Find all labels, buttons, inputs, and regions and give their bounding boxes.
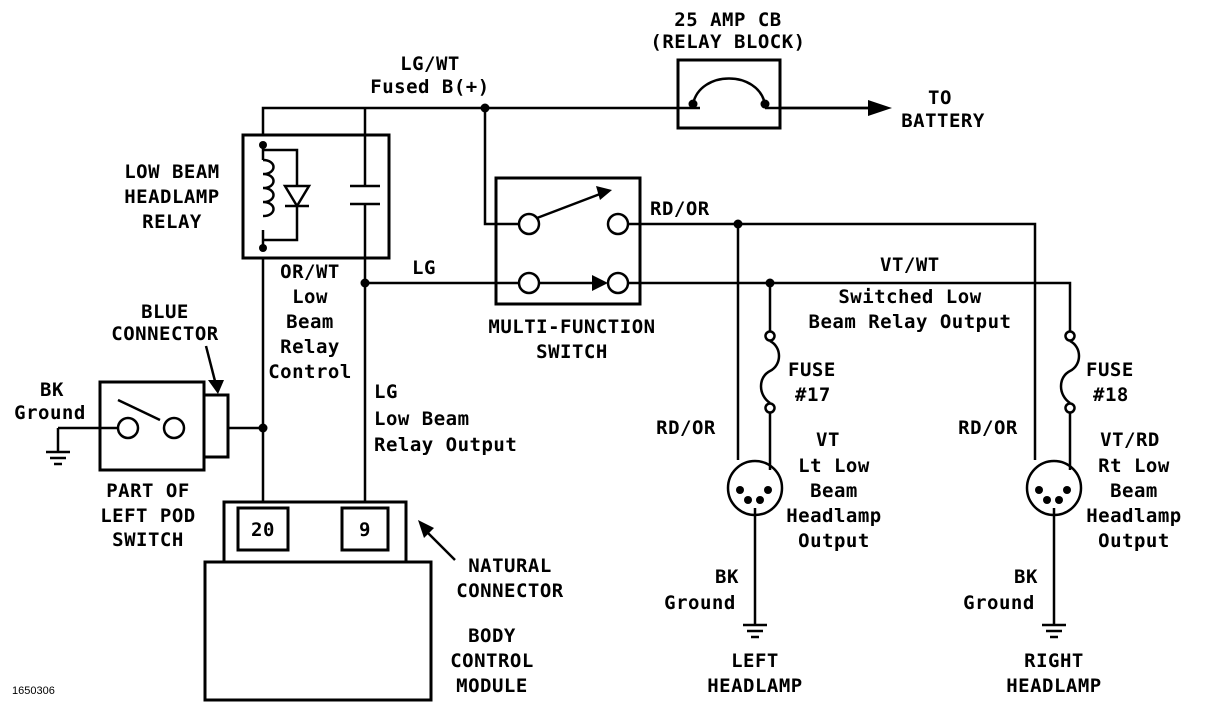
- switched-label-2: Beam Relay Output: [809, 311, 1012, 333]
- body-control-module: [203, 500, 456, 702]
- rt-label-2: Beam: [1110, 480, 1158, 502]
- ground-left-label: Ground: [664, 592, 736, 614]
- switched-label-1: Switched Low: [838, 286, 981, 308]
- arrow-to-battery: [780, 100, 892, 116]
- junction-dot: [733, 219, 743, 229]
- fuse-18-number: #18: [1093, 384, 1129, 406]
- fuse-17-label: FUSE: [788, 359, 836, 381]
- fused-label: Fused B(+): [370, 76, 489, 98]
- mfs-label-1: MULTI-FUNCTION: [488, 316, 655, 338]
- cb-subtitle: (RELAY BLOCK): [650, 31, 805, 53]
- bk-right-label: BK: [1014, 566, 1038, 588]
- fused-wire-color: LG/WT: [400, 53, 460, 75]
- labels: 25 AMP CB (RELAY BLOCK) LG/WT Fused B(+)…: [12, 9, 1182, 697]
- pod-label-2: LEFT POD: [100, 505, 196, 527]
- lt-label-4: Output: [798, 530, 870, 552]
- lg-output-label: LG: [374, 381, 398, 403]
- fuse-18: [1059, 330, 1081, 414]
- ground-symbol: [46, 450, 70, 466]
- junction-dot: [258, 423, 268, 433]
- ground-label: Ground: [14, 402, 86, 424]
- rt-label-4: Output: [1098, 530, 1170, 552]
- blue-connector-label-2: CONNECTOR: [111, 323, 219, 345]
- vt-label: VT: [816, 429, 840, 451]
- rdor-left-label: RD/OR: [656, 417, 716, 439]
- left-headlamp-label-1: LEFT: [731, 650, 779, 672]
- wires: [56, 106, 1072, 625]
- ground-right-label: Ground: [963, 592, 1035, 614]
- right-headlamp: [1025, 459, 1083, 517]
- fuse-18-label: FUSE: [1086, 359, 1134, 381]
- rdor-right-label: RD/OR: [958, 417, 1018, 439]
- relay-label-1: LOW BEAM: [124, 161, 220, 183]
- left-headlamp: [726, 459, 784, 517]
- vtwt-label: VT/WT: [880, 254, 940, 276]
- lt-label-3: Headlamp: [786, 505, 882, 527]
- mfs-label-2: SWITCH: [536, 341, 608, 363]
- relay-label-2: HEADLAMP: [124, 186, 220, 208]
- junction-dot: [360, 278, 370, 288]
- ground-symbol: [743, 623, 767, 639]
- natural-connector-label-2: CONNECTOR: [456, 580, 564, 602]
- ctrl-label-4: Control: [268, 361, 352, 383]
- junction-dots: [258, 103, 775, 433]
- ctrl-label-3: Relay: [280, 336, 340, 358]
- natural-connector-label-1: NATURAL: [468, 555, 552, 577]
- rt-label-1: Rt Low: [1098, 455, 1170, 477]
- lg-top-label: LG: [412, 257, 436, 279]
- ground-symbol: [1042, 623, 1066, 639]
- bcm-label-1: BODY: [468, 625, 516, 647]
- junction-dot: [480, 103, 490, 113]
- right-headlamp-label-2: HEADLAMP: [1006, 675, 1102, 697]
- bk-label: BK: [40, 379, 64, 401]
- output-label-1: Low Beam: [374, 408, 470, 430]
- ctrl-label-1: Low: [292, 286, 328, 308]
- left-pod-switch: [98, 345, 230, 472]
- ctrl-label-2: Beam: [286, 311, 334, 333]
- output-label-2: Relay Output: [374, 434, 517, 456]
- blue-connector-label-1: BLUE: [141, 301, 189, 323]
- orwt-label: OR/WT: [280, 261, 340, 283]
- battery-label: BATTERY: [901, 110, 985, 132]
- pod-label-3: SWITCH: [112, 529, 184, 551]
- bcm-label-2: CONTROL: [450, 650, 534, 672]
- fuse-17-number: #17: [795, 384, 831, 406]
- low-beam-headlamp-relay: [241, 133, 391, 260]
- multi-function-switch: [494, 176, 642, 306]
- fuse-17: [759, 330, 781, 414]
- lt-label-1: Lt Low: [798, 455, 870, 477]
- pin-20-label: 20: [251, 519, 275, 541]
- cb-title: 25 AMP CB: [674, 9, 781, 31]
- pod-label-1: PART OF: [106, 480, 190, 502]
- rt-label-3: Headlamp: [1086, 505, 1182, 527]
- to-label: TO: [928, 87, 952, 109]
- junction-dot: [765, 278, 775, 288]
- bk-left-label: BK: [715, 566, 739, 588]
- lt-label-2: Beam: [810, 480, 858, 502]
- vtrd-label: VT/RD: [1100, 429, 1160, 451]
- diagram-id: 1650306: [12, 685, 55, 697]
- pin-9-label: 9: [359, 519, 371, 541]
- left-headlamp-label-2: HEADLAMP: [707, 675, 803, 697]
- rdor-top-label: RD/OR: [650, 198, 710, 220]
- bcm-label-3: MODULE: [456, 675, 528, 697]
- circuit-breaker: [676, 58, 782, 130]
- relay-label-3: RELAY: [142, 211, 202, 233]
- right-headlamp-label-1: RIGHT: [1024, 650, 1084, 672]
